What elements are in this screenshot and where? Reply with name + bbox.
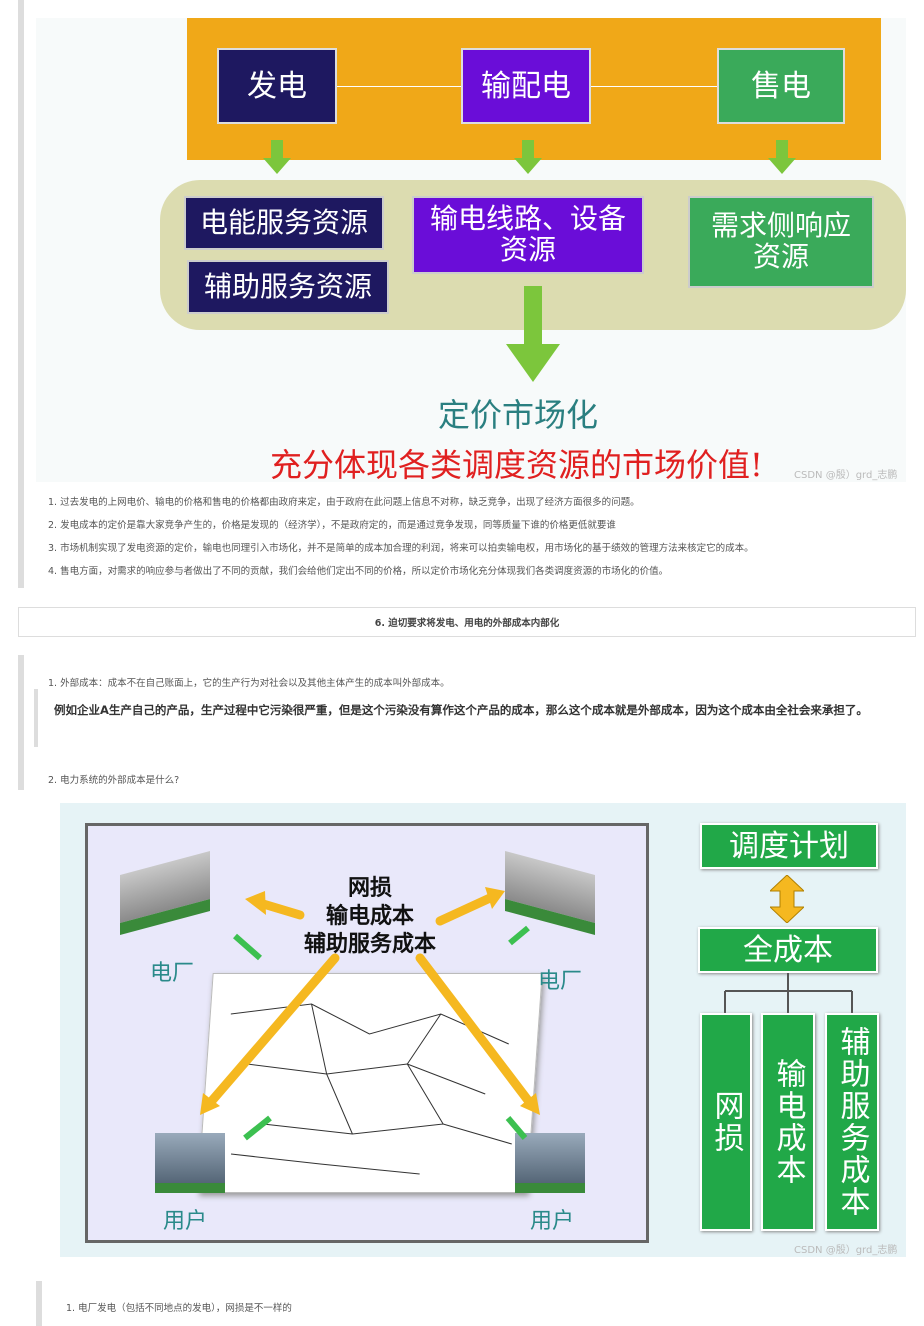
double-arrow-icon (768, 874, 806, 924)
pricing-title: 定价市场化 (438, 396, 599, 434)
box-energy-service: 电能服务资源 (184, 196, 384, 250)
watermark: CSDN @殷）grd_志鹏 (794, 1245, 898, 1256)
network-map (197, 973, 543, 1193)
section-heading: 6. 迫切要求将发电、用电的外部成本内部化 (374, 618, 560, 629)
slogan: 充分体现各类调度资源的市场价值! (270, 446, 763, 484)
down-arrow-icon (768, 158, 796, 174)
schedule-box: 调度计划 (700, 823, 878, 869)
center-label: 网损 输电成本 辅助服务成本 (285, 875, 455, 959)
watermark: CSDN @殷）grd_志鹏 (794, 470, 898, 481)
building-icon (155, 1133, 225, 1193)
box-transmission: 输配电 (461, 48, 591, 124)
column-transmission-cost: 输电成本 (761, 1013, 815, 1231)
box-retail: 售电 (717, 48, 845, 124)
box-demand-response: 需求侧响应资源 (688, 196, 874, 288)
list-item: 1. 外部成本：成本不在自己账面上，它的生产行为对社会以及其他主体产生的成本叫外… (48, 678, 450, 689)
plant-label: 电厂 (150, 961, 195, 986)
column-ancillary-cost: 辅助服务成本 (825, 1013, 879, 1231)
center-label-line: 网损 (347, 876, 392, 901)
down-arrow-icon (506, 344, 560, 382)
blockquote-bar (18, 655, 24, 790)
arrow-stem (271, 140, 283, 160)
connector-line (337, 86, 461, 87)
total-cost-box: 全成本 (698, 927, 878, 973)
list-item: 3. 市场机制实现了发电资源的定价，输电也同理引入市场化，并不是简单的成本加合理… (48, 543, 754, 554)
list-item: 1. 电厂发电（包括不同地点的发电），网损是不一样的 (66, 1303, 292, 1314)
box-transmission-resource: 输电线路、设备资源 (412, 196, 644, 274)
arrow-stem (522, 140, 534, 160)
list-item: 2. 电力系统的外部成本是什么? (48, 775, 180, 786)
connector-line (591, 86, 717, 87)
section-heading-box: 6. 迫切要求将发电、用电的外部成本内部化 (18, 607, 916, 637)
plant-label: 电厂 (538, 969, 583, 994)
down-arrow-icon (514, 158, 542, 174)
arrow-stem (776, 140, 788, 160)
box-generation: 发电 (217, 48, 337, 124)
blockquote-bar (18, 0, 24, 588)
column-network-loss: 网损 (700, 1013, 752, 1231)
blockquote-bar (34, 689, 38, 747)
down-arrow-icon (263, 158, 291, 174)
list-item: 1. 过去发电的上网电价、输电的价格和售电的价格都由政府来定，由于政府在此问题上… (48, 497, 640, 508)
user-label: 用户 (530, 1209, 575, 1234)
center-label-line: 输电成本 (325, 904, 414, 929)
blockquote-bar (36, 1281, 42, 1326)
box-ancillary-service: 辅助服务资源 (187, 260, 389, 314)
list-item: 2. 发电成本的定价是靠大家竞争产生的，价格是发现的（经济学），不是政府定的，而… (48, 520, 616, 531)
tree-connector (724, 973, 853, 1013)
center-label-line: 辅助服务成本 (303, 932, 436, 957)
list-item: 4. 售电方面，对需求的响应参与者做出了不同的贡献，我们会给他们定出不同的价格，… (48, 566, 669, 577)
flow-arrows (200, 887, 540, 1141)
example-quote: 例如企业A生产自己的产品，生产过程中它污染很严重，但是这个污染没有算作这个产品的… (54, 703, 868, 717)
network-lines (230, 1003, 512, 1175)
external-cost-diagram: 网损 输电成本 辅助服务成本 电厂 电厂 用户 用户 调度计划 全成本 网损 输… (60, 803, 906, 1257)
building-icon (515, 1133, 585, 1193)
market-pricing-diagram: 发电 输配电 售电 电能服务资源 辅助服务资源 输电线路、设备资源 需求侧响应资… (36, 18, 906, 484)
arrow-stem (524, 286, 542, 346)
user-label: 用户 (163, 1209, 208, 1234)
